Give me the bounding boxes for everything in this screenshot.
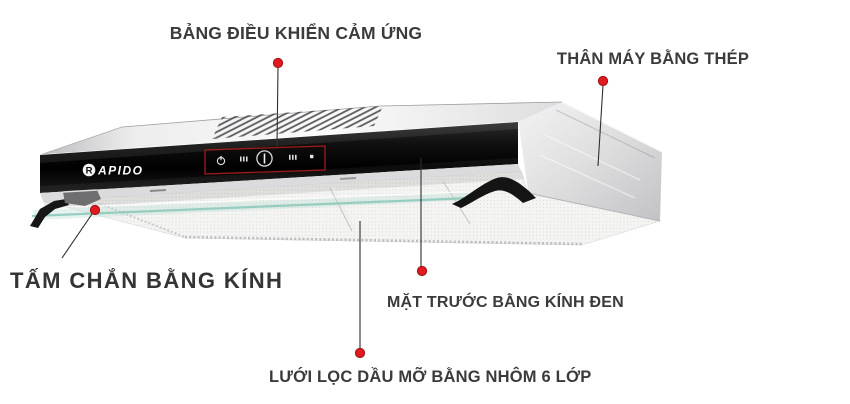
label-glass-shield: TẤM CHẮN BẰNG KÍNH — [10, 268, 284, 293]
black-glass-front-panel — [40, 122, 518, 193]
label-control-panel: BẢNG ĐIỀU KHIỂN CẢM ỨNG — [169, 23, 423, 43]
fan-speed-icon — [240, 156, 248, 162]
label-grease-filter: LƯỚI LỌC DẦU MỠ BẰNG NHÔM 6 LỚP — [269, 368, 592, 386]
touch-control-panel — [204, 145, 326, 175]
logo-circle — [82, 163, 96, 177]
visor-bracket — [30, 199, 69, 228]
callout-dot — [272, 57, 284, 69]
callout-dot — [354, 347, 366, 359]
fan-speed-icon — [289, 154, 297, 160]
callout-dot — [597, 75, 609, 87]
logo-text: APIDO — [97, 164, 144, 178]
label-steel-body: THÂN MÁY BẰNG THÉP — [556, 50, 750, 68]
glass-visor — [31, 191, 474, 220]
filter-handle — [452, 177, 536, 208]
bottom-lip — [40, 164, 521, 201]
label-black-glass-front: MẶT TRƯỚC BẰNG KÍNH ĐEN — [387, 294, 624, 311]
callout-dot — [89, 204, 101, 216]
steel-side-panel — [517, 101, 663, 222]
callout-lines — [61, 66, 604, 349]
display-ring-icon — [256, 150, 273, 167]
callout-dot — [416, 265, 428, 277]
power-icon — [216, 155, 226, 166]
vent-slits — [212, 106, 383, 139]
filter-latch — [62, 189, 101, 206]
control-highlight-box — [204, 145, 326, 175]
rapido-logo: R APIDO — [82, 163, 144, 178]
callout-dots — [89, 57, 609, 359]
light-icon — [310, 154, 314, 159]
logo-letter: R — [86, 166, 93, 177]
